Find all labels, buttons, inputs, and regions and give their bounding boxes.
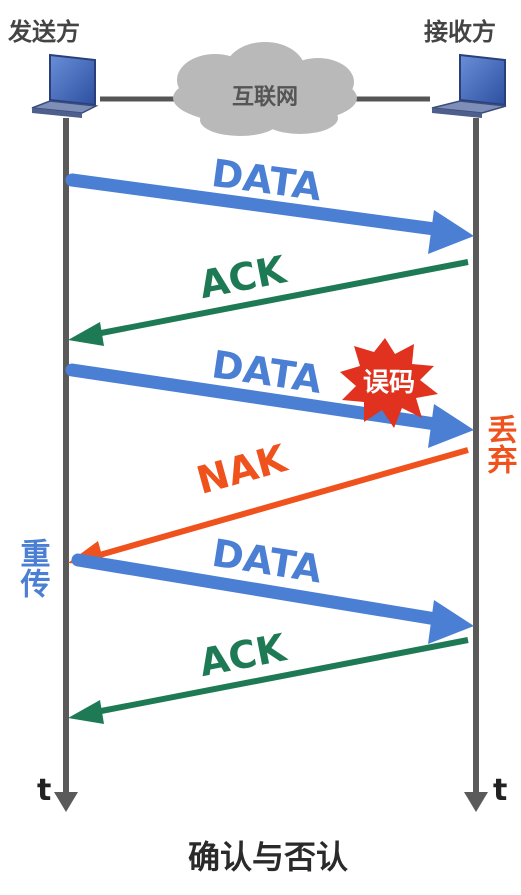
ack-arrow-2 (68, 637, 469, 724)
sender-label: 发送方 (7, 18, 80, 46)
sender-time-label: t (37, 773, 51, 808)
data-arrow-3 (71, 553, 474, 644)
ack-arrow-1 (68, 259, 469, 346)
nak-label-1: NAK (192, 436, 293, 503)
error-burst-icon (340, 338, 438, 428)
network-label: 互联网 (232, 85, 298, 110)
data-arrow-2 (65, 363, 474, 448)
sender-laptop-icon (31, 53, 99, 118)
sender-timeline (54, 118, 78, 812)
error-badge-label: 误码 (363, 368, 415, 398)
receiver-laptop-icon (431, 53, 507, 118)
retransmit-label: 重传 (15, 538, 52, 598)
data-arrow-1 (65, 173, 474, 254)
receiver-timeline (464, 118, 488, 812)
receiver-label: 接收方 (424, 18, 496, 46)
receiver-time-label: t (493, 773, 507, 808)
discard-label-1: 丢弃 (482, 414, 518, 474)
diagram-caption: 确认与否认 (188, 838, 348, 876)
internet-cloud-icon (173, 42, 357, 136)
